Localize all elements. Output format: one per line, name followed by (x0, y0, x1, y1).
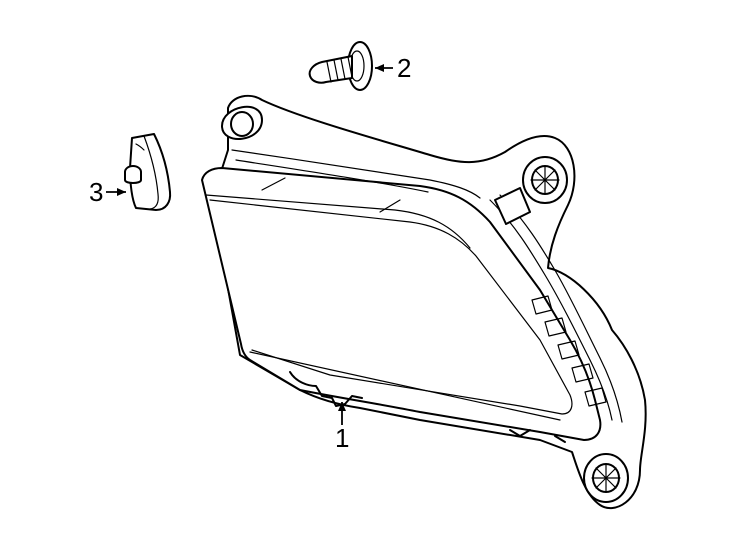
callout-2-label: 2 (397, 53, 411, 83)
callout-3-label: 3 (89, 177, 103, 207)
mounting-screw-icon (308, 41, 373, 91)
fog-lamp-assembly-icon (201, 94, 647, 510)
callout-1-label: 1 (335, 423, 349, 453)
u-nut-clip-icon (124, 133, 172, 211)
